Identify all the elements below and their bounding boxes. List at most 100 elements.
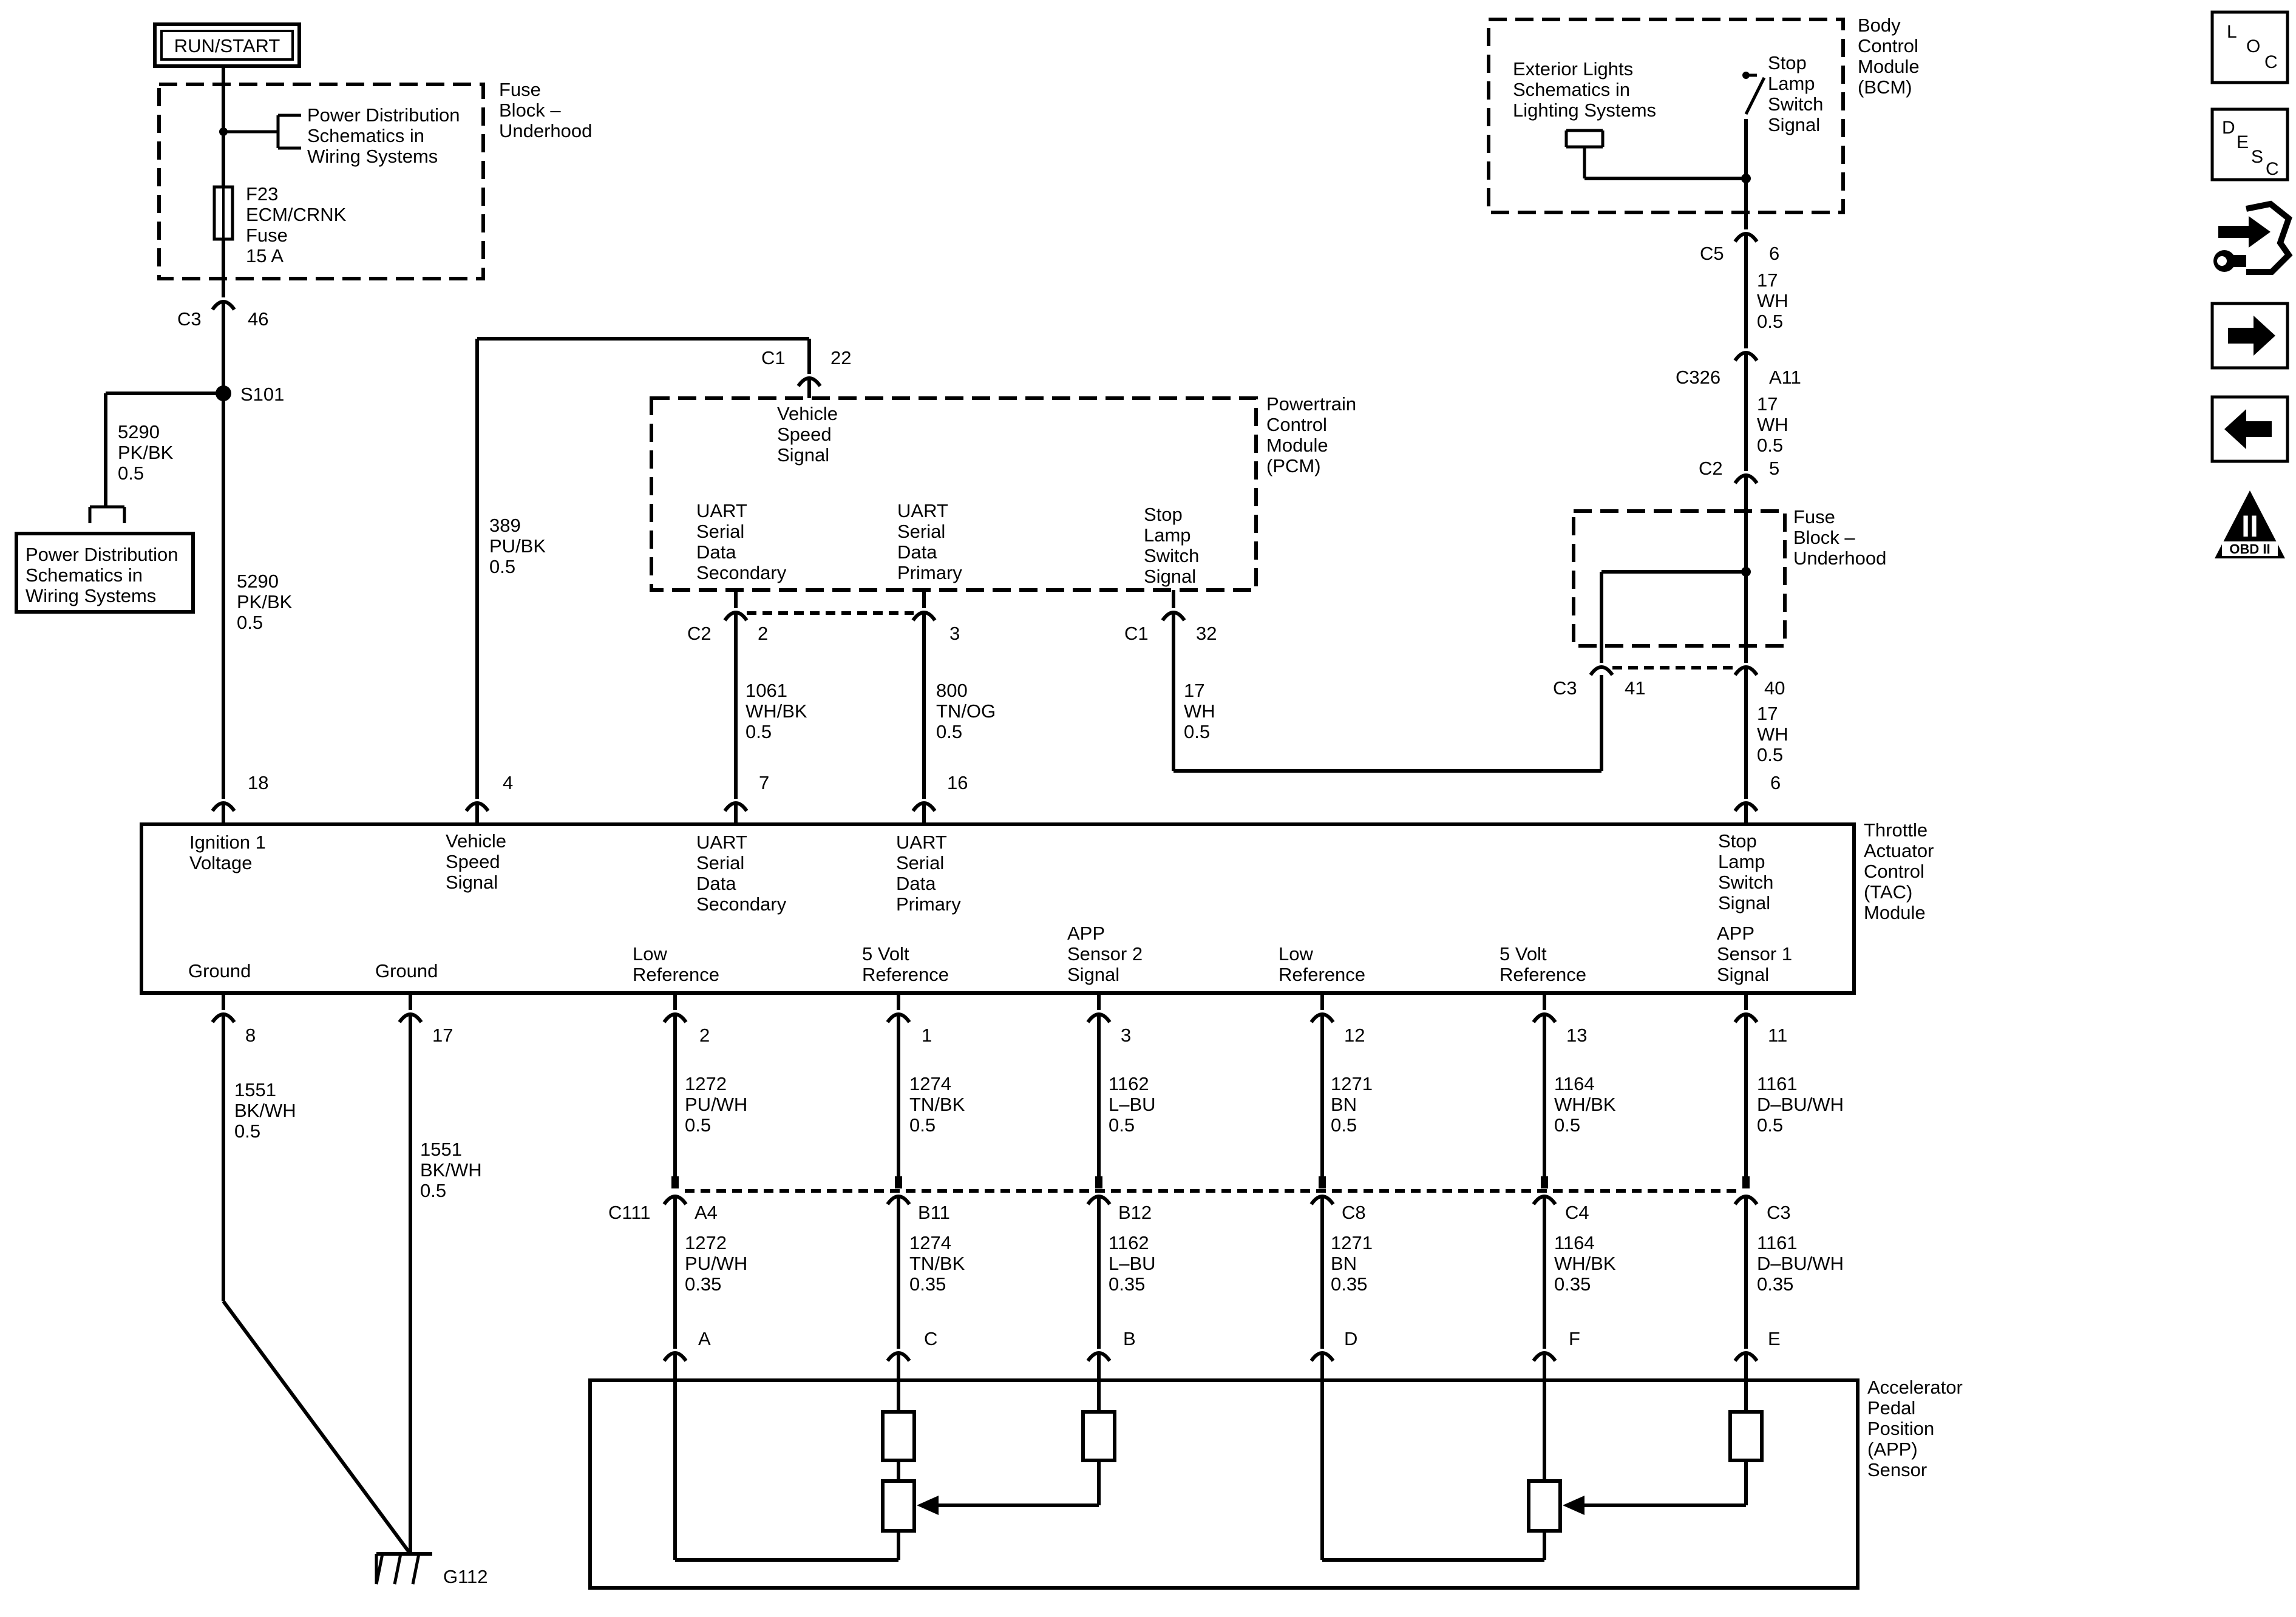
loc-button[interactable]: L O C [2210,10,2289,84]
svg-text:C3: C3 [1767,1202,1791,1223]
svg-text:S: S [2251,147,2263,167]
arrow-right-icon[interactable] [2210,302,2289,370]
svg-text:6: 6 [1770,772,1781,793]
svg-text:A: A [698,1328,711,1349]
obd-ii-icon[interactable]: II OBD II [2215,490,2285,558]
c1-stop-label: C1 [1124,623,1149,644]
svg-text:4: 4 [503,772,513,793]
arrow-left-icon[interactable] [2210,395,2289,463]
app-signal-wires [664,1016,1757,1361]
c2-pcm-pin2: 2 [758,623,768,644]
c3-top-label: C3 [177,308,202,330]
c3-fuse-label: C3 [1553,677,1577,699]
svg-text:8: 8 [245,1025,256,1046]
ground-g112: G112 [375,1552,488,1587]
c5-label: C5 [1700,243,1724,264]
svg-text:OBD II: OBD II [2229,541,2270,557]
c1-stop-pin: 32 [1196,623,1217,644]
svg-text:16: 16 [947,772,968,793]
svg-text:E: E [2237,132,2249,152]
svg-text:C8: C8 [1342,1202,1366,1223]
svg-text:C: C [2266,159,2279,179]
run-start-label: RUN/START [153,22,301,68]
svg-text:L: L [2227,22,2237,42]
c3-fuse-pin40: 40 [1764,677,1785,699]
svg-text:O: O [2246,36,2260,56]
c1-pcm-pin: 22 [830,347,851,368]
c2-fuse-label: C2 [1699,458,1723,479]
svg-text:II: II [2241,509,2258,543]
svg-text:C: C [924,1328,937,1349]
c111-label: C111 [608,1202,651,1223]
svg-text:17: 17 [432,1025,453,1046]
svg-text:F: F [1569,1328,1580,1349]
svg-text:S101: S101 [240,384,284,405]
c326-label: C326 [1676,367,1720,388]
svg-text:RUN/START: RUN/START [174,35,280,56]
connector-end-view-icon[interactable] [2213,200,2293,275]
c2-pcm-pin3: 3 [949,623,960,644]
svg-text:1: 1 [922,1025,932,1046]
svg-text:D: D [1344,1328,1357,1349]
desc-button[interactable]: D E S C [2210,107,2289,181]
svg-text:Ground: Ground [375,960,438,981]
svg-text:12: 12 [1344,1025,1365,1046]
c2-fuse-pin: 5 [1769,458,1779,479]
svg-text:A4: A4 [695,1202,718,1223]
svg-text:G112: G112 [443,1566,488,1587]
svg-text:B12: B12 [1118,1202,1152,1223]
svg-text:E: E [1768,1328,1781,1349]
c3-top-pin: 46 [248,308,268,330]
svg-text:13: 13 [1566,1025,1587,1046]
c326-pin: A11 [1769,367,1801,388]
